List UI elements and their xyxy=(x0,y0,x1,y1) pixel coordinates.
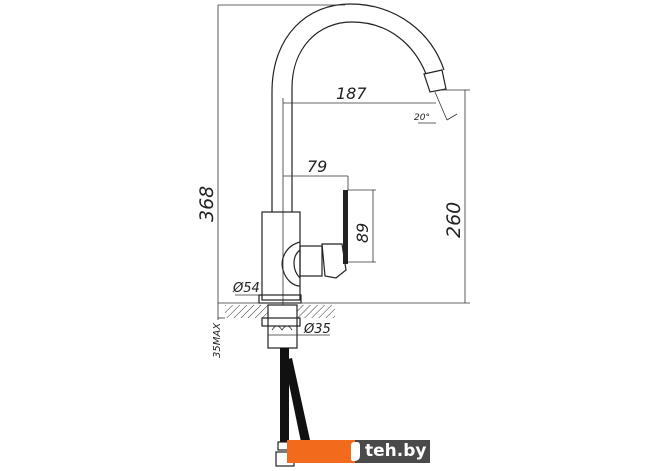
logo-text: teh.by xyxy=(365,441,427,461)
svg-text:368: 368 xyxy=(196,186,218,222)
dimension-handle-height: 89 xyxy=(348,189,376,263)
svg-text:79: 79 xyxy=(307,157,327,176)
svg-text:35MAX: 35MAX xyxy=(212,322,223,358)
svg-text:Ø35: Ø35 xyxy=(303,322,331,337)
logo-mark-icon xyxy=(351,442,360,461)
dimension-spout-reach: 187 xyxy=(283,84,436,104)
watermark-logo: teh.by xyxy=(287,440,430,463)
dimension-handle-reach: 79 xyxy=(283,157,349,190)
dimension-total-height: 368 xyxy=(196,4,345,303)
svg-text:260: 260 xyxy=(443,202,465,238)
countertop xyxy=(218,305,335,319)
svg-text:Ø54: Ø54 xyxy=(232,281,260,296)
dimension-spout-angle: 20° xyxy=(414,91,458,124)
logo-orange-block xyxy=(287,440,355,463)
spout xyxy=(271,3,447,212)
logo-gray-block xyxy=(355,440,430,463)
svg-text:20°: 20° xyxy=(414,113,430,123)
aerator-nozzle xyxy=(423,69,447,93)
dimension-spout-height: 260 xyxy=(440,89,470,303)
lever-handle xyxy=(321,243,347,279)
base: Ø54 xyxy=(218,281,470,304)
lever-plate xyxy=(343,190,348,264)
dimension-counter-thickness: 35MAX xyxy=(212,303,223,358)
svg-text:89: 89 xyxy=(353,223,372,243)
svg-text:187: 187 xyxy=(336,84,367,103)
faucet-body xyxy=(261,190,348,301)
